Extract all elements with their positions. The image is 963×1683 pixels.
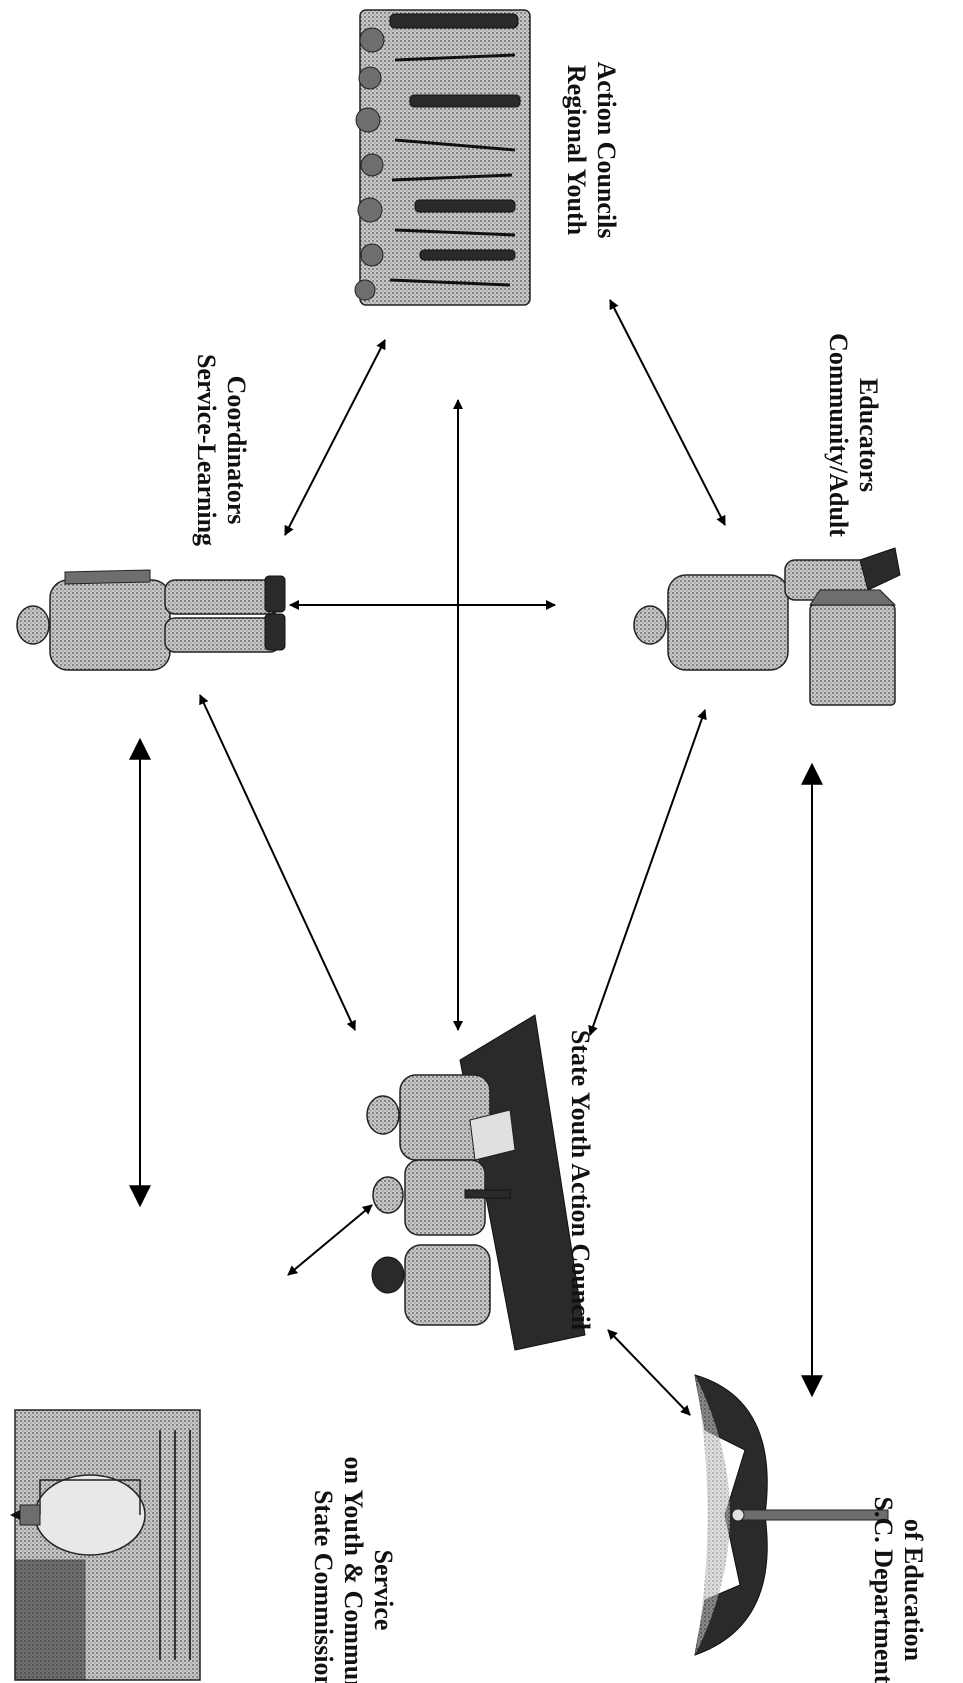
- label-line: Regional Youth: [562, 65, 591, 236]
- label-line: State Commission: [309, 1490, 338, 1683]
- arrow-coordinators-regional: [284, 339, 386, 536]
- arrow-coordinators-state_council: [199, 694, 356, 1031]
- label-line: Service-Learning: [192, 354, 221, 546]
- label-line: State Youth Action Council: [566, 1030, 595, 1330]
- label-line: of Education: [899, 1519, 928, 1662]
- youth-group-icon: [354, 9, 531, 306]
- label-line: S.C. Department: [869, 1496, 898, 1683]
- label-state-council: State Youth Action Council: [566, 1030, 595, 1330]
- arrow-state_council-department: [607, 1329, 691, 1416]
- arrow-regional-educators: [609, 299, 726, 526]
- standing-person-icon: [16, 569, 286, 671]
- arrow-educators-state_council: [588, 709, 707, 1036]
- label-line: on Youth & Community: [339, 1456, 368, 1683]
- connection-arrows: [129, 299, 823, 1416]
- seated-person-icon: [633, 547, 901, 706]
- label-line: Action Councils: [592, 62, 621, 239]
- arrow-commission-state_council: [287, 1204, 373, 1276]
- meeting-table-icon: [366, 1014, 586, 1351]
- umbrella-icon: [694, 1374, 889, 1656]
- label-line: Community/Adult: [824, 333, 853, 537]
- label-line: Educators: [854, 378, 883, 492]
- label-line: Service: [369, 1550, 398, 1631]
- capitol-building-icon: [10, 1409, 201, 1681]
- label-line: Coordinators: [222, 376, 251, 525]
